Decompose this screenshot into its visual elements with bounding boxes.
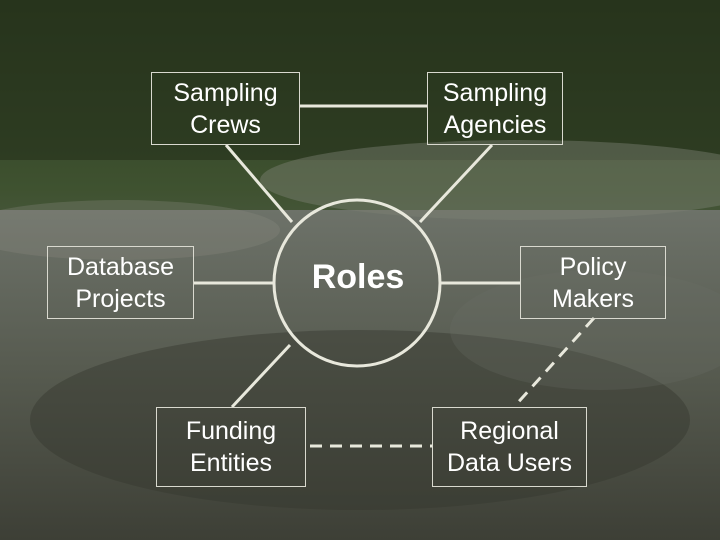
node-funding-entities-line-1: Funding bbox=[185, 417, 277, 445]
node-database-projects-line-2: Projects bbox=[75, 284, 166, 313]
node-funding-entities: Funding Entities bbox=[156, 407, 306, 487]
node-policy-makers: Policy Makers bbox=[520, 246, 666, 319]
node-sampling-crews-line-1: Sampling bbox=[173, 78, 278, 107]
node-funding-entities-line-2: Entities bbox=[190, 449, 272, 477]
connector-roles-funding bbox=[230, 343, 292, 409]
connector-agencies-roles bbox=[418, 143, 494, 224]
node-regional-data-users-line-2: Data Users bbox=[446, 449, 573, 477]
connector-policy-regional-dashed bbox=[512, 316, 596, 409]
node-regional-data-users: Regional Data Users bbox=[432, 407, 587, 487]
node-sampling-crews: Sampling Crews bbox=[151, 72, 300, 145]
node-policy-makers-line-2: Makers bbox=[552, 284, 634, 313]
node-sampling-agencies-line-2: Agencies bbox=[443, 110, 547, 139]
node-sampling-agencies-line-1: Sampling bbox=[442, 78, 548, 107]
node-sampling-crews-line-2: Crews bbox=[190, 110, 261, 139]
node-policy-makers-line-1: Policy bbox=[559, 252, 627, 281]
node-sampling-agencies: Sampling Agencies bbox=[427, 72, 563, 145]
center-label-roles: Roles bbox=[311, 258, 405, 296]
node-regional-data-users-line-1: Regional bbox=[460, 417, 559, 445]
node-database-projects: Database Projects bbox=[47, 246, 194, 319]
node-database-projects-line-1: Database bbox=[66, 252, 175, 281]
connector-crews-roles bbox=[224, 144, 294, 223]
